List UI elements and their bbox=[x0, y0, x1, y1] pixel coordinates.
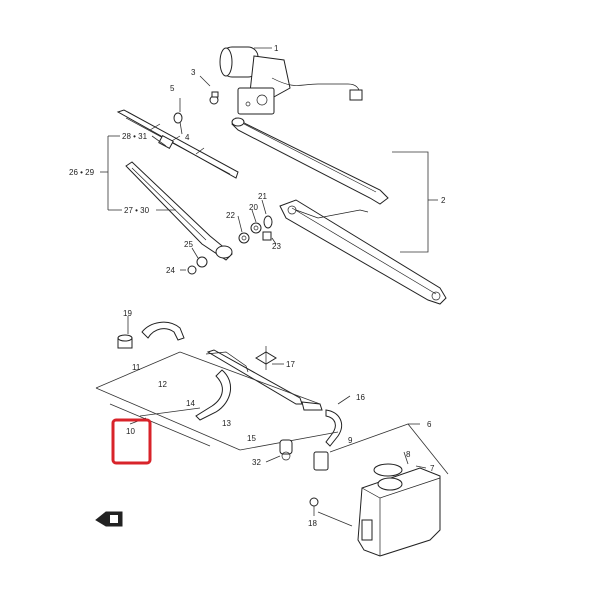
callout-6: 6 bbox=[427, 420, 432, 429]
callout-2: 2 bbox=[441, 196, 446, 205]
hose-clip bbox=[279, 439, 329, 471]
wiper-linkage bbox=[231, 117, 447, 305]
callout-17: 17 bbox=[286, 360, 295, 369]
callout-27-30: 27 • 30 bbox=[124, 206, 150, 215]
grommet bbox=[117, 334, 133, 349]
callout-26-29: 26 • 29 bbox=[69, 168, 95, 177]
highlight-box bbox=[111, 418, 152, 465]
callout-13: 13 bbox=[222, 419, 231, 428]
callout-18: 18 bbox=[308, 519, 317, 528]
callout-24: 24 bbox=[166, 266, 175, 275]
callout-25: 25 bbox=[184, 240, 193, 249]
wiper-blade bbox=[116, 109, 239, 179]
callout-21: 21 bbox=[258, 192, 267, 201]
screw bbox=[309, 497, 319, 516]
leader-lines-upper bbox=[100, 47, 438, 271]
callout-5: 5 bbox=[170, 84, 175, 93]
callout-32: 32 bbox=[252, 458, 261, 467]
callout-3: 3 bbox=[191, 68, 196, 77]
callout-15: 15 bbox=[247, 434, 256, 443]
callout-8: 8 bbox=[406, 450, 411, 459]
front-arrow-icon bbox=[95, 511, 123, 527]
callout-4: 4 bbox=[185, 133, 190, 142]
callout-14: 14 bbox=[186, 399, 195, 408]
fasteners-upper bbox=[173, 91, 273, 275]
callout-1: 1 bbox=[274, 44, 279, 53]
callout-28-31: 28 • 31 bbox=[122, 132, 148, 141]
callout-11: 11 bbox=[132, 363, 141, 372]
callout-12: 12 bbox=[158, 380, 167, 389]
wiper-motor bbox=[219, 46, 363, 115]
callout-9: 9 bbox=[348, 436, 353, 445]
callout-23: 23 bbox=[272, 242, 281, 251]
callout-19: 19 bbox=[123, 309, 132, 318]
wiper-arm bbox=[125, 161, 233, 261]
callout-7: 7 bbox=[430, 464, 435, 473]
callout-16: 16 bbox=[356, 393, 365, 402]
callout-20: 20 bbox=[249, 203, 258, 212]
callout-22: 22 bbox=[226, 211, 235, 220]
callout-labels: 1 2 3 4 5 26 • 29 28 • 31 27 • 30 20 21 … bbox=[69, 44, 446, 528]
hose-joint bbox=[255, 346, 277, 370]
washer-hoses bbox=[141, 321, 342, 447]
washer-tank bbox=[357, 463, 441, 557]
callout-10: 10 bbox=[126, 427, 135, 436]
